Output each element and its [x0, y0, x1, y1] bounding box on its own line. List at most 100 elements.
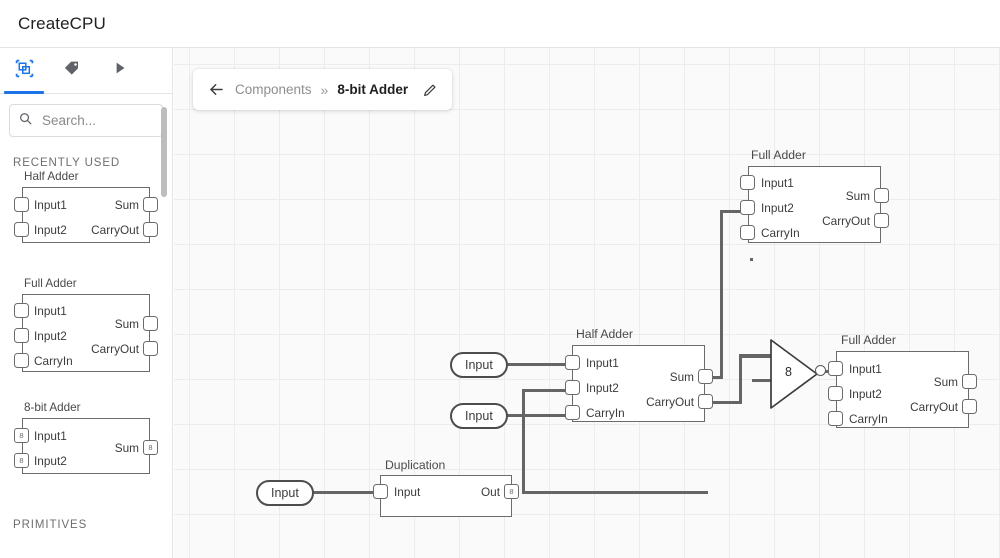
- port-sum[interactable]: [874, 188, 889, 203]
- tag-icon: [62, 58, 82, 83]
- breadcrumb-separator: »: [320, 81, 329, 98]
- port-input2[interactable]: [828, 386, 843, 401]
- port-input2[interactable]: [740, 200, 755, 215]
- port-label-input1: Input1: [586, 356, 619, 370]
- port-out[interactable]: 8: [504, 484, 519, 499]
- port-label-input1: Input1: [34, 198, 67, 212]
- wire-halfadder-sum-vertical: [720, 210, 723, 379]
- section-recently-used: RECENTLY USED: [13, 157, 121, 169]
- section-primitives: PRIMITIVES: [13, 519, 88, 531]
- port-label-sum: Sum: [114, 441, 139, 455]
- port-input2[interactable]: [14, 328, 29, 343]
- port-carryout[interactable]: [874, 213, 889, 228]
- palette-item-body: [22, 294, 150, 372]
- port-label-out: Out: [480, 485, 500, 499]
- components-icon: [14, 58, 35, 84]
- buffer-width-label: 8: [785, 365, 792, 379]
- wire-dup-vertical: [522, 389, 525, 494]
- schematic-canvas[interactable]: Components » 8-bit Adder: [174, 48, 1000, 558]
- breadcrumb-current: 8-bit Adder: [337, 82, 409, 97]
- tags-tab[interactable]: [48, 48, 96, 93]
- port-input[interactable]: [373, 484, 388, 499]
- sidebar-scrollbar-thumb[interactable]: [161, 107, 167, 197]
- node-body[interactable]: [836, 351, 969, 428]
- input-pill-3[interactable]: Input: [256, 480, 314, 506]
- palette-item-body: [22, 187, 150, 243]
- port-label-sum: Sum: [669, 370, 694, 384]
- port-label-input2: Input2: [34, 223, 67, 237]
- port-carryin[interactable]: [828, 411, 843, 426]
- input-pill-2[interactable]: Input: [450, 403, 508, 429]
- port-label-carryin: CarryIn: [34, 354, 73, 368]
- wire-fulladder-top-anchor: [750, 258, 753, 261]
- port-carryin[interactable]: [565, 405, 580, 420]
- port-label-carryout: CarryOut: [91, 342, 139, 356]
- port-input2[interactable]: [565, 380, 580, 395]
- port-input2[interactable]: [14, 222, 29, 237]
- port-input1[interactable]: [565, 355, 580, 370]
- port-sum[interactable]: [143, 197, 158, 212]
- port-label-input2: Input2: [34, 454, 67, 468]
- port-carryout[interactable]: [143, 222, 158, 237]
- node-title: Duplication: [385, 458, 446, 472]
- port-input1[interactable]: [14, 303, 29, 318]
- wire-input3-to-duplication: [311, 491, 381, 494]
- breadcrumb: Components » 8-bit Adder: [193, 69, 453, 110]
- port-carryout[interactable]: [698, 394, 713, 409]
- buffer-triangle-shape: [770, 339, 818, 409]
- back-arrow-icon[interactable]: [207, 80, 226, 99]
- components-tab[interactable]: [0, 48, 48, 94]
- port-carryout[interactable]: [962, 399, 977, 414]
- active-tab-indicator: [4, 91, 44, 94]
- node-body[interactable]: [748, 166, 881, 243]
- node-title: Full Adder: [841, 333, 896, 347]
- port-label-sum: Sum: [845, 189, 870, 203]
- port-carryin[interactable]: [740, 225, 755, 240]
- sidebar: RECENTLY USED Half Adder Input1 Input2 S…: [0, 48, 173, 558]
- port-label-sum: Sum: [933, 375, 958, 389]
- wire-buffer-top-input: [739, 354, 772, 358]
- port-label-carryout: CarryOut: [822, 214, 870, 228]
- port-label-input1: Input1: [34, 304, 67, 318]
- input-pill-1[interactable]: Input: [450, 352, 508, 378]
- wire-halfadder-sum-stub: [705, 376, 723, 379]
- port-carryin[interactable]: [14, 353, 29, 368]
- wire-to-fulladder-top-input2: [720, 210, 752, 213]
- pencil-icon[interactable]: [422, 82, 438, 98]
- port-input1[interactable]: [740, 175, 755, 190]
- search-box[interactable]: [9, 104, 163, 137]
- port-label-carryin: CarryIn: [586, 406, 625, 420]
- port-label-carryout: CarryOut: [910, 400, 958, 414]
- sidebar-scrollbar[interactable]: [161, 48, 171, 558]
- port-sum[interactable]: [143, 316, 158, 331]
- palette-item-title: Full Adder: [24, 277, 77, 290]
- breadcrumb-root[interactable]: Components: [235, 82, 312, 97]
- port-label-carryout: CarryOut: [646, 395, 694, 409]
- buffer-output-bubble[interactable]: [815, 365, 826, 376]
- wire-buffer-riser: [739, 354, 742, 404]
- port-sum[interactable]: 8: [143, 440, 158, 455]
- port-input1[interactable]: [14, 197, 29, 212]
- title-bar: CreateCPU: [0, 0, 1000, 48]
- port-sum[interactable]: [698, 369, 713, 384]
- port-label-input2: Input2: [586, 381, 619, 395]
- palette-item-title: 8-bit Adder: [24, 401, 81, 414]
- port-input2[interactable]: 8: [14, 453, 29, 468]
- run-tab[interactable]: [96, 48, 144, 93]
- port-input1[interactable]: 8: [14, 428, 29, 443]
- port-carryout[interactable]: [143, 341, 158, 356]
- node-bus-buffer[interactable]: 8: [744, 335, 826, 418]
- node-title: Full Adder: [751, 148, 806, 162]
- node-title: Half Adder: [576, 327, 633, 341]
- port-label-input2: Input2: [761, 201, 794, 215]
- port-input1[interactable]: [828, 361, 843, 376]
- port-sum[interactable]: [962, 374, 977, 389]
- search-input[interactable]: [40, 112, 154, 129]
- wire-halfadder-carryout-to-buffer: [705, 401, 742, 404]
- search-container: [0, 94, 172, 143]
- wire-input2-to-halfadder-carryin: [504, 414, 572, 417]
- port-label-carryin: CarryIn: [761, 226, 800, 240]
- port-label-input1: Input1: [849, 362, 882, 376]
- wire-dup-to-halfadder-input2: [522, 389, 574, 392]
